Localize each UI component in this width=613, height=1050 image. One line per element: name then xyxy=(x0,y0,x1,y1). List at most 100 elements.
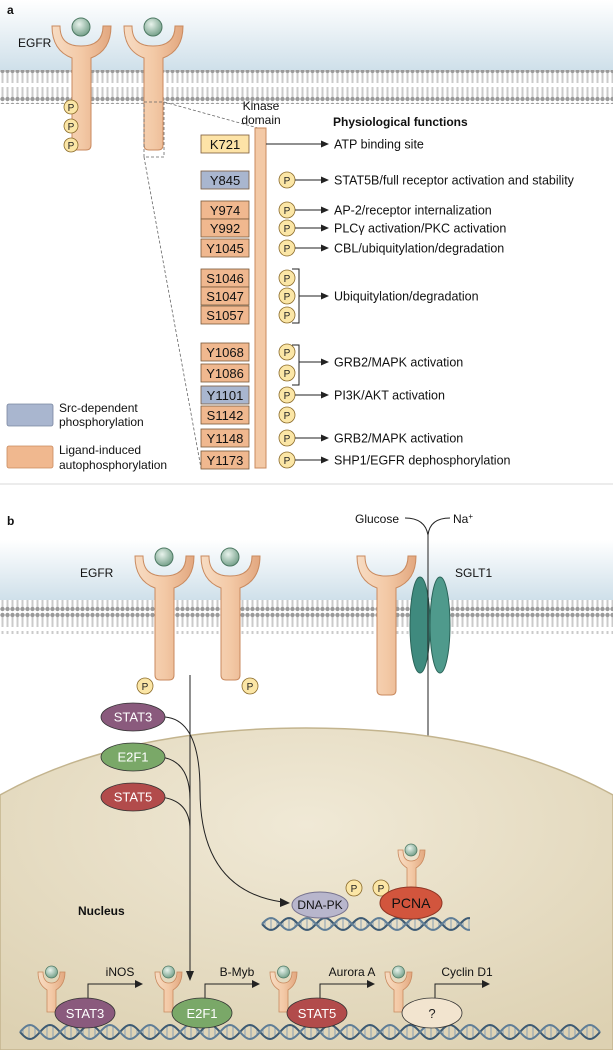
phospho-label: P xyxy=(284,224,291,235)
factor-label: STAT5 xyxy=(114,790,153,805)
egfr-receptor-4 xyxy=(200,547,261,681)
promoter-factor-label: STAT3 xyxy=(66,1006,105,1021)
promoter-factor xyxy=(401,997,463,1029)
function-row: AP-2/receptor internalization xyxy=(295,204,492,218)
arrowhead-icon xyxy=(252,980,260,988)
residue-label: Y845 xyxy=(210,173,240,188)
function-label: CBL/ubiquitylation/degradation xyxy=(334,242,504,256)
phospho-label: P xyxy=(68,141,75,152)
function-row: GRB2/MAPK activation xyxy=(312,356,463,370)
phospho-label: P xyxy=(247,682,254,693)
ligand-icon xyxy=(154,547,174,567)
residue-label: K721 xyxy=(210,137,240,152)
dnapk-arrowhead xyxy=(280,898,290,907)
arrowhead-icon xyxy=(482,980,490,988)
ligand-icon xyxy=(71,17,91,37)
target-gene-label: Aurora A xyxy=(329,965,376,979)
phospho-label: P xyxy=(284,348,291,359)
function-label: ATP binding site xyxy=(334,138,424,152)
extracellular-bg-b xyxy=(0,540,613,600)
mini-egfr-icon xyxy=(154,971,183,1013)
mini-egfr-icon xyxy=(384,971,413,1013)
phospho-icon xyxy=(372,879,390,897)
residue-label: Y974 xyxy=(210,203,240,218)
kinase-domain-bar xyxy=(254,127,267,469)
residue-box xyxy=(200,218,250,238)
receptor-phospho-group: P P P xyxy=(63,99,79,153)
legend-src-label-2: phosphorylation xyxy=(59,415,144,429)
mini-egfr-icon xyxy=(269,971,298,1013)
promoter-factor-label: ? xyxy=(428,1006,435,1021)
residue-label: S1047 xyxy=(206,289,244,304)
phospho-label: P xyxy=(284,206,291,217)
residue-row: Y1068 P xyxy=(200,342,296,362)
sglt1-subunit-1 xyxy=(409,576,431,674)
membrane-a xyxy=(0,70,613,104)
legend-src-label: Src-dependent xyxy=(59,401,138,415)
transcription-arrow xyxy=(204,983,255,998)
phospho-icon xyxy=(345,879,363,897)
legend-src-swatch xyxy=(6,403,54,427)
phospho-label: P xyxy=(68,103,75,114)
residue-box xyxy=(200,405,250,425)
residue-label: Y1173 xyxy=(207,453,244,468)
sglt1-egfr-receptor xyxy=(356,555,417,696)
factor-e2f1: E2F1 xyxy=(100,742,166,772)
arrowhead-icon xyxy=(321,176,329,184)
bracket-grb2 xyxy=(292,344,300,386)
panel-a-letter: a xyxy=(7,3,14,17)
panel-b-letter: b xyxy=(7,514,14,528)
egfr-receptor-3 xyxy=(134,547,195,681)
arrowhead-icon xyxy=(321,244,329,252)
ligand-icon xyxy=(277,965,290,979)
nucleus xyxy=(0,727,613,1050)
phospho-label: P xyxy=(284,369,291,380)
residue-box xyxy=(200,385,250,405)
promoter-unit: ? Cyclin D1 xyxy=(384,965,493,1029)
residue-label: Y1068 xyxy=(206,345,244,360)
factor-stat5: STAT5 xyxy=(100,782,166,812)
residue-box xyxy=(200,428,250,448)
target-gene-label: Cyclin D1 xyxy=(441,965,493,979)
phospho-icon xyxy=(63,118,79,134)
phospho-icon xyxy=(278,343,296,361)
function-row: ATP binding site xyxy=(266,138,424,152)
functions-header: Physiological functions xyxy=(333,115,468,129)
residue-label: Y992 xyxy=(210,221,240,236)
promoter-factor xyxy=(54,997,116,1029)
sodium-path xyxy=(427,517,451,536)
factor-ellipse xyxy=(100,742,166,772)
arrowhead-icon xyxy=(321,140,329,148)
sglt1-label: SGLT1 xyxy=(455,566,492,580)
ligand-icon xyxy=(45,965,58,979)
zoom-line-top xyxy=(163,101,259,129)
residue-label: S1057 xyxy=(206,308,244,323)
phospho-icon xyxy=(278,306,296,324)
sglt1-subunit-2 xyxy=(429,576,451,674)
function-label: PI3K/AKT activation xyxy=(334,389,445,403)
residue-box xyxy=(200,450,250,470)
glucose-label: Glucose xyxy=(355,512,399,526)
legend-ligand-label: Ligand-induced xyxy=(59,443,141,457)
arrowhead-icon xyxy=(321,292,329,300)
phospho-icon xyxy=(278,406,296,424)
phospho-icon xyxy=(278,364,296,382)
target-gene-label: B-Myb xyxy=(220,965,255,979)
pcna-complex xyxy=(379,886,443,920)
function-row: GRB2/MAPK activation xyxy=(295,432,463,446)
transcription-arrow xyxy=(87,983,138,998)
phospho-icon xyxy=(241,677,259,695)
transcription-arrow xyxy=(319,983,370,998)
function-label: Ubiquitylation/degradation xyxy=(334,290,479,304)
